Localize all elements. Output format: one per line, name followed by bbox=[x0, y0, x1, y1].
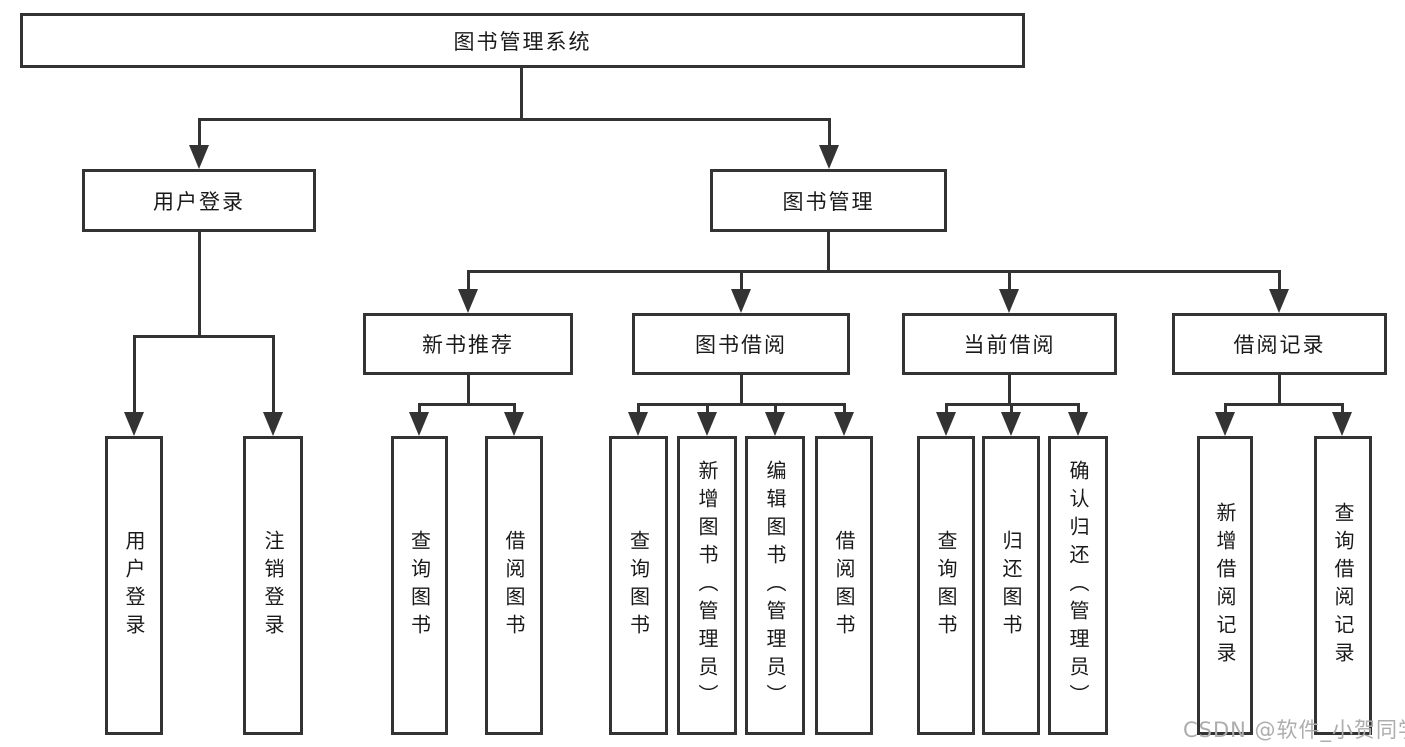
node-borrowing-records: 借阅记录 bbox=[1172, 313, 1387, 375]
node-book-management-label: 图书管理 bbox=[782, 189, 875, 214]
node-book-management: 图书管理 bbox=[710, 169, 947, 232]
leaf-borrow-books: 借阅图书 bbox=[815, 436, 873, 735]
connector-line bbox=[133, 335, 275, 338]
arrow-down bbox=[731, 289, 751, 313]
leaf-query-books-label: 查询图书 bbox=[626, 529, 651, 642]
csdn-watermark: CSDN @软件_小贺同学 bbox=[1183, 718, 1405, 742]
arrow-down bbox=[1215, 412, 1235, 436]
connector-line bbox=[1008, 373, 1011, 406]
node-user-login: 用户登录 bbox=[82, 169, 316, 232]
leaf-return-books: 归还图书 bbox=[982, 436, 1040, 735]
node-new-book-recommend: 新书推荐 bbox=[363, 313, 573, 375]
leaf-add-books-admin: 新增图书（管理员） bbox=[677, 436, 737, 735]
connector-line bbox=[198, 118, 201, 146]
connector-line bbox=[1224, 403, 1227, 415]
leaf-confirm-return-admin-label: 确认归还（管理员） bbox=[1066, 459, 1090, 712]
leaf-confirm-return-admin: 确认归还（管理员） bbox=[1048, 436, 1108, 735]
connector-line bbox=[637, 403, 846, 406]
connector-line bbox=[513, 403, 516, 415]
node-current-borrowing-label: 当前借阅 bbox=[963, 333, 1056, 357]
node-book-borrowing: 图书借阅 bbox=[632, 313, 850, 375]
leaf-user-login-label: 用户登录 bbox=[122, 529, 146, 642]
node-book-borrowing-label: 图书借阅 bbox=[695, 333, 787, 357]
leaf-query-books-label: 查询图书 bbox=[934, 529, 958, 642]
leaf-borrow-books-label: 借阅图书 bbox=[832, 529, 856, 642]
arrow-down bbox=[458, 289, 478, 313]
arrow-down bbox=[1068, 412, 1088, 436]
node-root-library-system: 图书管理系统 bbox=[20, 13, 1025, 68]
leaf-query-books-label: 查询图书 bbox=[407, 529, 432, 642]
connector-line bbox=[1008, 270, 1011, 292]
connector-line bbox=[828, 118, 831, 146]
connector-line bbox=[198, 230, 201, 335]
leaf-query-books-current: 查询图书 bbox=[917, 436, 975, 735]
arrow-down bbox=[263, 412, 283, 436]
leaf-query-borrow-record-label: 查询借阅记录 bbox=[1331, 501, 1355, 670]
node-root-label: 图书管理系统 bbox=[453, 29, 592, 54]
connector-line bbox=[272, 335, 275, 414]
arrow-down bbox=[1332, 412, 1352, 436]
connector-line bbox=[843, 403, 846, 415]
arrow-down bbox=[189, 145, 209, 169]
connector-line bbox=[740, 373, 743, 406]
leaf-borrow-books-recommend: 借阅图书 bbox=[485, 436, 543, 735]
connector-line bbox=[198, 118, 831, 121]
connector-line bbox=[467, 270, 470, 292]
leaf-edit-books-admin-label: 编辑图书（管理员） bbox=[763, 459, 787, 712]
connector-line bbox=[740, 270, 743, 292]
leaf-query-borrow-record: 查询借阅记录 bbox=[1314, 436, 1372, 735]
connector-line bbox=[1077, 403, 1080, 415]
leaf-user-login: 用户登录 bbox=[105, 436, 163, 735]
node-new-book-recommend-label: 新书推荐 bbox=[422, 333, 514, 357]
arrow-down bbox=[409, 412, 429, 436]
leaf-borrow-books-label: 借阅图书 bbox=[502, 529, 526, 642]
node-user-login-label: 用户登录 bbox=[153, 189, 245, 214]
arrow-down bbox=[697, 412, 717, 436]
arrow-down bbox=[765, 412, 785, 436]
connector-line bbox=[1278, 270, 1281, 292]
arrow-down bbox=[504, 412, 524, 436]
connector-line bbox=[945, 403, 948, 415]
connector-line bbox=[467, 270, 1281, 273]
connector-line bbox=[418, 403, 516, 406]
leaf-logout-label: 注销登录 bbox=[261, 529, 285, 642]
connector-line bbox=[467, 373, 470, 406]
node-current-borrowing: 当前借阅 bbox=[902, 313, 1117, 375]
connector-line bbox=[1341, 403, 1344, 415]
arrow-down bbox=[1269, 289, 1289, 313]
connector-line bbox=[418, 403, 421, 415]
leaf-return-books-label: 归还图书 bbox=[999, 529, 1023, 642]
leaf-add-borrow-record-label: 新增借阅记录 bbox=[1213, 501, 1237, 670]
leaf-query-books-borrow: 查询图书 bbox=[609, 436, 668, 735]
arrow-down bbox=[819, 145, 839, 169]
leaf-add-books-admin-label: 新增图书（管理员） bbox=[695, 459, 719, 712]
connector-line bbox=[827, 230, 830, 270]
connector-line bbox=[706, 403, 709, 415]
connector-line bbox=[637, 403, 640, 415]
arrow-down bbox=[999, 289, 1019, 313]
leaf-logout: 注销登录 bbox=[243, 436, 303, 735]
arrow-down bbox=[124, 412, 144, 436]
connector-line bbox=[133, 335, 136, 414]
leaf-edit-books-admin: 编辑图书（管理员） bbox=[745, 436, 805, 735]
arrow-down bbox=[834, 412, 854, 436]
leaf-add-borrow-record: 新增借阅记录 bbox=[1197, 436, 1253, 735]
arrow-down bbox=[628, 412, 648, 436]
arrow-down bbox=[1001, 412, 1021, 436]
connector-line bbox=[520, 66, 523, 118]
arrow-down bbox=[936, 412, 956, 436]
connector-line bbox=[1010, 403, 1013, 415]
connector-line bbox=[1224, 403, 1344, 406]
leaf-query-books-recommend: 查询图书 bbox=[391, 436, 448, 735]
connector-line bbox=[1278, 373, 1281, 406]
node-borrowing-records-label: 借阅记录 bbox=[1233, 333, 1326, 357]
connector-line bbox=[774, 403, 777, 415]
